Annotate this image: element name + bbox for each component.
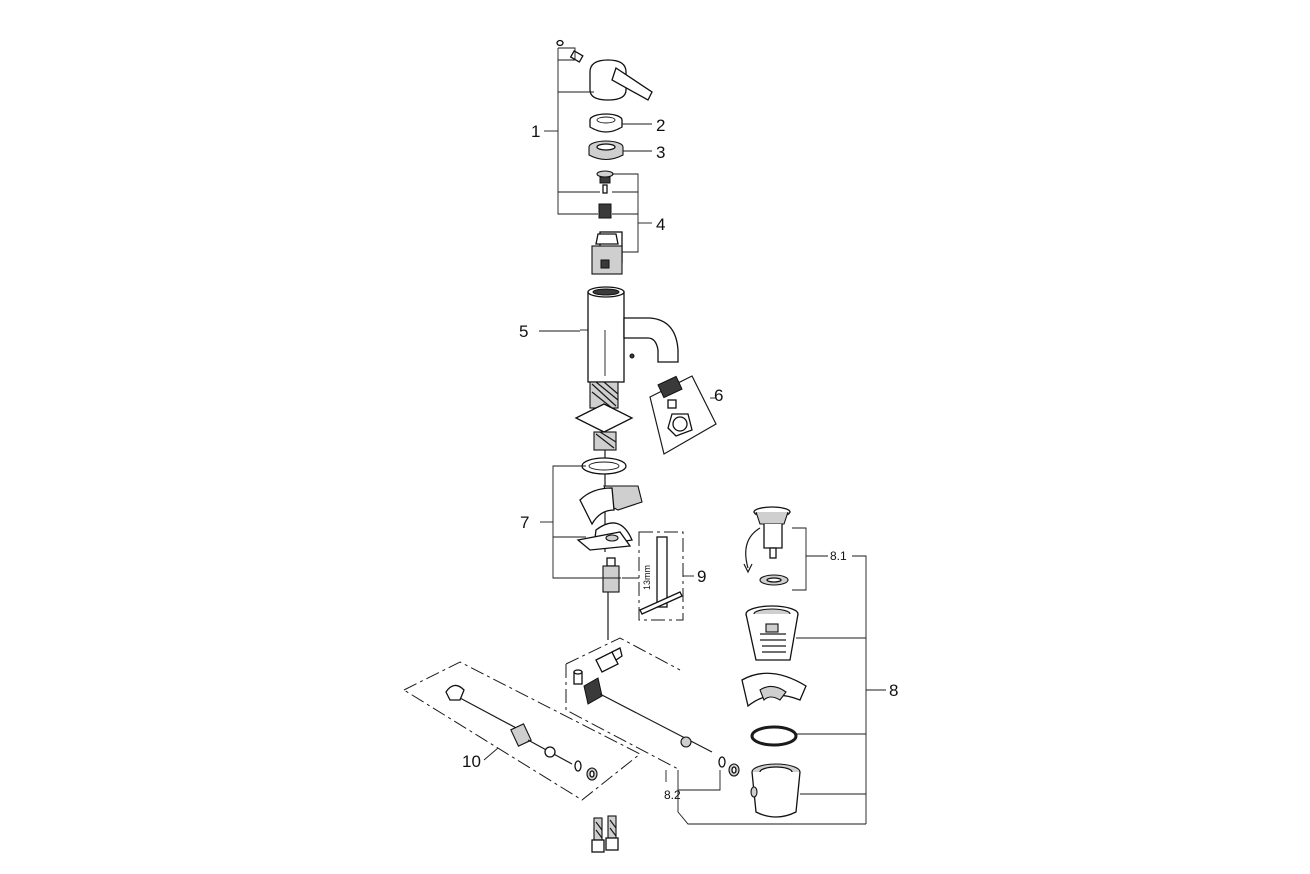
cartridge: [591, 170, 623, 275]
tool-size-label: 13mm: [642, 565, 652, 590]
callout-7: 7: [520, 513, 529, 532]
callout-6: 6: [714, 386, 723, 405]
callout-10: 10: [462, 752, 481, 771]
cover-ring: [589, 113, 623, 133]
callout-9: 9: [697, 567, 706, 586]
supply-hoses: [591, 815, 619, 853]
mounting-set: [576, 457, 643, 640]
drain-assembly-8: [741, 605, 807, 818]
hose-kit: [403, 661, 641, 801]
callout-2: 2: [656, 116, 665, 135]
threaded-nut: [588, 140, 624, 161]
pop-up-rod-set: [565, 637, 740, 777]
callout-3: 3: [656, 143, 665, 162]
wrench-tool: 13mm: [638, 531, 684, 621]
callout-5: 5: [519, 322, 528, 341]
callout-4: 4: [656, 215, 665, 234]
handle-lever: [556, 39, 653, 101]
drain-plug-8-1: [743, 506, 791, 586]
callout-1: 1: [531, 122, 540, 141]
callout-8-2: 8.2: [664, 788, 681, 802]
callout-8-1: 8.1: [830, 549, 847, 563]
aerator: [649, 375, 717, 455]
callout-8: 8: [889, 681, 898, 700]
faucet-body: [574, 286, 679, 462]
